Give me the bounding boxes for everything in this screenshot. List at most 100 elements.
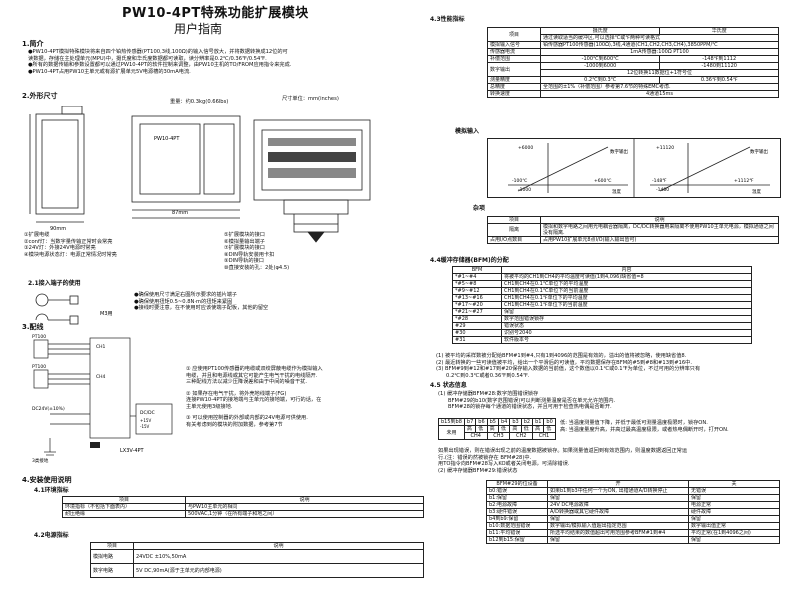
hl-cell: 高 [509, 425, 522, 433]
perf-heading: 4.3性能指标 [430, 16, 465, 23]
hl-cell: 高 [486, 425, 500, 433]
para-line: 行.(注：错误的然被锁存在 BFM#28)中. [438, 454, 532, 461]
page-title: PW10-4PT特殊功能扩展模块 [122, 6, 309, 21]
bit-cell: b6 [475, 418, 488, 426]
td: 0.36℉到0.54℉ [659, 76, 779, 84]
right-ylabel: 数字输出 [750, 148, 768, 155]
td: b10:数据范围错误 [486, 522, 548, 530]
td: 1mA传感器:100Ω PT100 [540, 48, 779, 56]
crimp-terminal-drawing: M3用 [35, 293, 113, 325]
outline-drawing: PW10-4PT 87mm 90mm [29, 106, 371, 243]
td: b1:保留 [486, 494, 548, 502]
td: 占用PW10扩展单元8点I/O(输入输出皆可) [540, 236, 779, 244]
section-wiring-heading: 3.配线 [22, 323, 44, 331]
page-subtitle: 用户指南 [174, 22, 223, 36]
td: 测量精度 [487, 76, 541, 84]
ch-cell: CH2 [509, 432, 534, 440]
td: 数字电路 [90, 563, 134, 578]
analog-graphs: +6000 -1000 -100℃ +600℃ 数字输出 温度 +11120 -… [508, 139, 770, 197]
status-line: (1) 缓冲存储器BFM#28:数字范围错误锁存 [438, 391, 539, 397]
td: 保留 [688, 494, 780, 502]
weight-text: 重量：约0.3kg(0.66lbs) [170, 99, 229, 105]
th: 华氏度 [659, 27, 779, 35]
bit-cell: b2 [520, 418, 534, 426]
left-xr: +600℃ [594, 178, 611, 184]
power-heading: 4.2电源指标 [34, 532, 69, 539]
intro-line: 读数据，存储在主处理单元(MPU)中，摄氏度和华氏度数据都可读取，读分辨率是0.… [28, 55, 267, 62]
td: b4到b9:保留 [486, 515, 548, 523]
td: *#1~#4 [452, 273, 502, 281]
left-top: +6000 [518, 145, 533, 151]
td: #30 [452, 329, 502, 337]
td: *#13~#16 [452, 294, 502, 302]
bfm-notes: (1) 被平均的采样数被分配给BFM#1到#4,只有1到4096的范围是有效的，… [436, 353, 788, 379]
right-top: +11120 [656, 145, 674, 151]
pt100-label: PT100 [32, 334, 46, 340]
th: 说明 [540, 216, 779, 224]
td: 5V DC,90mA(源于主单元的内部电源) [133, 563, 424, 578]
legend-item: ⑨DIN导轨的接口 [224, 258, 264, 264]
td: 隔离 [487, 223, 541, 237]
td: 保留 [688, 536, 780, 544]
legend-item: ①扩展电缆 [24, 232, 50, 238]
td: b0:错误 [486, 487, 548, 495]
para-line: 如果出现错误，则在错误出现之前的温度数据被锁存。如果测量值返回到有效范围内，则温… [438, 448, 688, 454]
section-install-heading: 4.安装使用说明 [22, 476, 72, 484]
th: 项目 [487, 216, 541, 224]
td: 电源正常 [688, 501, 780, 509]
section-intro-heading: 1.简介 [22, 40, 44, 48]
hl-cell: 低 [543, 425, 556, 433]
td: 保留 [547, 515, 689, 523]
td: 错误状态 [501, 322, 752, 330]
low-text: 低: 当温度测量值下降，并低于最低可测量温度极限时，锁存ON. [560, 420, 708, 426]
td: #29 [452, 322, 502, 330]
th: 关 [688, 480, 780, 488]
bit-cell: b4 [497, 418, 511, 426]
misc-heading: 杂项 [473, 205, 486, 212]
td: 数字输出值正常 [688, 522, 780, 530]
plus15-label: +15V [140, 418, 151, 423]
bit-cell: b1 [532, 418, 545, 426]
th: BFM [452, 266, 502, 274]
section-dimensions-heading: 2.外形尺寸 [22, 92, 58, 100]
td: b3:硬件错误 [486, 508, 548, 516]
minus15-label: -15V [140, 424, 150, 429]
td: 无错误 [688, 487, 780, 495]
td: *#21~#27 [452, 308, 502, 316]
ch4-label: CH4 [96, 374, 106, 380]
td: 12位转换11数据位+1符号位 [540, 69, 779, 77]
bullet: ●确保使用扭矩0.5~0.8N·m的扭矩来紧固 [134, 298, 233, 305]
bit-cell: b5 [486, 418, 500, 426]
td: 保留 [501, 308, 752, 316]
right-bottom: -1480 [656, 187, 669, 193]
para-line: 用TO指令向BFM#28写入KO或者关闭电源，可清除错误. [438, 461, 570, 467]
td: 如果b1到b3中任何一个为ON, 出错通道A/D转换停止 [547, 487, 689, 495]
td: 模拟输入信号 [487, 41, 541, 49]
note: ② 如果存在电气干扰，将外壳地线端子(FG) [186, 390, 287, 397]
td: -1480到11120 [659, 62, 779, 70]
td: 与PW10主单元的相同 [185, 503, 424, 511]
td: 所选平均结果的数值超出可用范围参考BFM#1到#4 [547, 529, 689, 537]
th: 摄氏度 [539, 27, 661, 35]
td: #31 [452, 336, 502, 344]
left-xlabel: 温度 [612, 188, 621, 195]
td: *#28 [452, 315, 502, 323]
note: 电缆，并且和电源线或其它可能产生电气干扰的电线隔开. [186, 372, 318, 379]
note: ① 应使用PT100传感器的电缆或双绞屏蔽电缆作为模拟输入 [186, 366, 323, 372]
lx3v-label: LX3V-4PT [120, 448, 145, 454]
hl-cell: 低 [475, 425, 488, 433]
hl-explain: 低: 当温度测量值下降，并低于最低可测量温度极限时，锁存ON. 高: 当温度量度… [560, 420, 786, 433]
wiring-diagram: PT100 PT100 CH1 CH4 DC24V(±10%) DC/DC +1… [32, 334, 173, 464]
td: 数字输出/模拟输入值超出指定范围 [547, 522, 689, 530]
legend-item: ⑩直接安装的孔：2处(φ4.5) [224, 264, 290, 271]
m3-label: M3用 [100, 311, 113, 317]
legend-left: ①扩展电缆 ②conf灯：当数字量传输正常时会常亮 ③24V灯：外接24V电源时… [24, 232, 117, 258]
hl-cell: 低 [497, 425, 511, 433]
unit-text: 尺寸单位：mm(inches) [282, 96, 339, 102]
hl-cell: 高 [532, 425, 545, 433]
legend-item: ②conf灯：当数字量传输正常时会常亮 [24, 238, 113, 245]
left-ylabel: 数字输出 [610, 148, 628, 155]
td: A/D转换器或其它硬件故障 [547, 508, 689, 516]
